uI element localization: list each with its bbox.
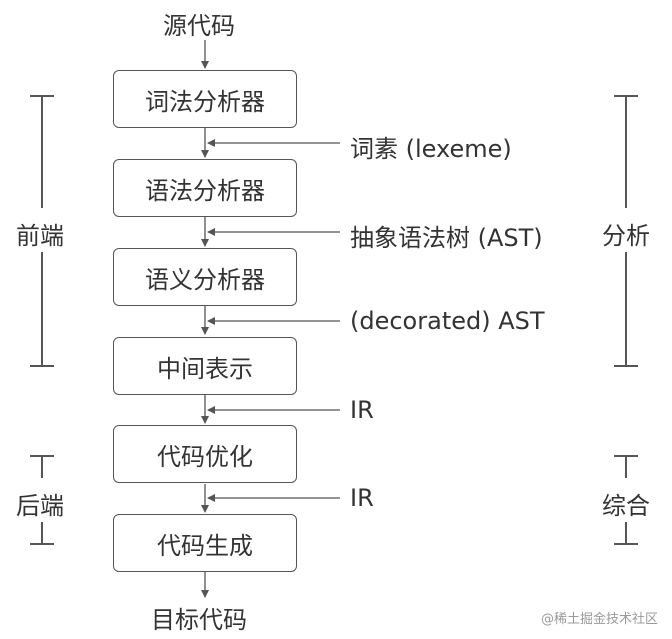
stage-lexer: 词法分析器 [113,70,297,128]
group-frontend-label: 前端 [16,222,64,250]
intermediate-lexeme: 词素 (lexeme) [350,135,512,163]
group-synthesis-label: 综合 [602,492,650,520]
stage-code-generator: 代码生成 [113,514,297,572]
stage-semantic-analyzer: 语义分析器 [113,248,297,306]
intermediate-decorated-ast: (decorated) AST [350,307,545,335]
intermediate-ir-2: IR [350,484,374,512]
group-analysis-label: 分析 [602,222,650,250]
stage-intermediate-representation: 中间表示 [113,337,297,395]
intermediate-ast: 抽象语法树 (AST) [350,224,543,252]
stage-parser: 语法分析器 [113,159,297,217]
footer-credit: @稀土掘金技术社区 [540,612,658,627]
stage-optimizer: 代码优化 [113,425,297,483]
source-code-label: 源代码 [163,12,235,40]
target-code-label: 目标代码 [151,606,247,634]
group-backend-label: 后端 [16,492,64,520]
intermediate-ir-1: IR [350,396,374,424]
